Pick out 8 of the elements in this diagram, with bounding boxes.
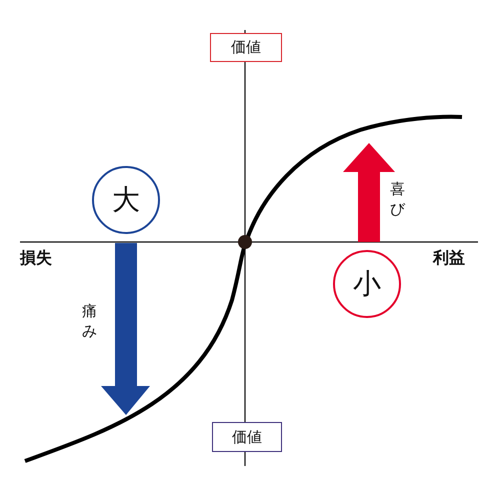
axis-label: 損失 (20, 248, 52, 269)
value-label-box: 価値 (210, 33, 282, 62)
magnitude-circle: 大 (92, 166, 160, 234)
pain-label: 痛み (82, 302, 98, 341)
value-label-box: 価値 (212, 422, 282, 452)
joy-label: 喜び (390, 180, 406, 219)
axis-label: 利益 (433, 248, 465, 269)
magnitude-circle: 小 (333, 250, 401, 318)
